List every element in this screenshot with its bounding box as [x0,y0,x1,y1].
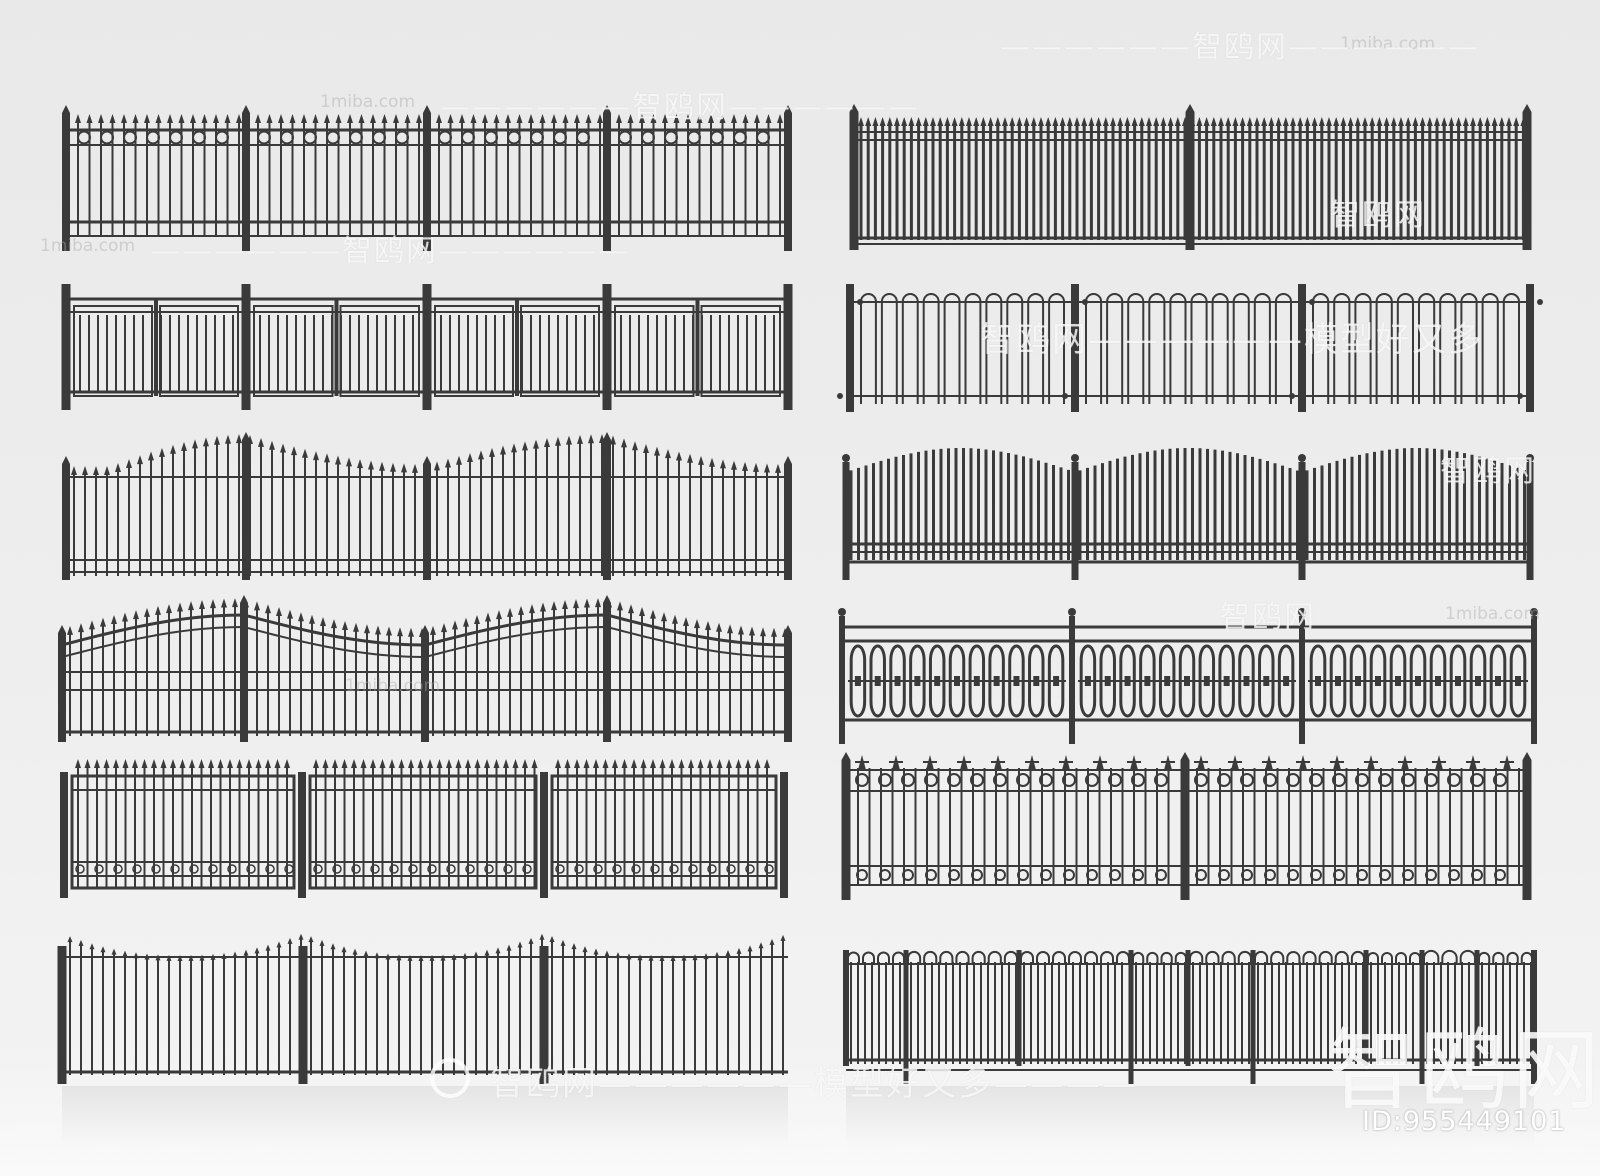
watermark-brand-5: 智鸥网 [1440,454,1536,489]
watermark-site-5: 1miba.com [345,676,441,696]
fence-wave-top-dense-picket [842,448,1534,580]
fence-oval-loop-railing [838,608,1538,744]
watermark-site-2: 1miba.com [1340,34,1436,54]
watermark-site-4: 1miba.com [1445,604,1541,624]
fence-arched-rail-picket [58,595,792,742]
watermark-big-logo: 智鸥网 [1328,1019,1600,1122]
watermark-brand-3: 智鸥网 [1330,198,1426,233]
watermark-tagline-bottom: 智鸥网——————模型好又多———— [490,1064,1138,1104]
fence-arched-picket [62,432,792,580]
watermark-brand-4: 智鸥网 [1220,600,1316,635]
fence-double-frame-panel [61,284,793,410]
fence-dense-spear-picket [849,104,1532,250]
fence-layer [57,104,1543,1146]
watermark-brand-top: ——————智鸥网—————— [1000,30,1480,65]
fence-hoop-top-picket [837,284,1543,412]
fence-boxed-panel-gate [60,759,788,898]
watermark-id: ID:955449101 [1362,1106,1567,1137]
fence-scalloped-picket [57,933,788,1146]
fence-ring-finial-picket [62,105,792,251]
watermark-brand-1: ——————智鸥网—————— [440,90,920,125]
fence-arched-short-panel [843,949,1537,1146]
watermark-brand-2: ——————智鸥网—————— [150,234,630,269]
watermark-site-3: 1miba.com [40,236,136,256]
watermark-mid-tagline: 智鸥网——————模型好又多 [980,320,1484,360]
watermark-site-1: 1miba.com [320,92,416,112]
watermark-gull-icon [430,1058,470,1098]
fence-ornate-fleur-finial [841,752,1532,900]
